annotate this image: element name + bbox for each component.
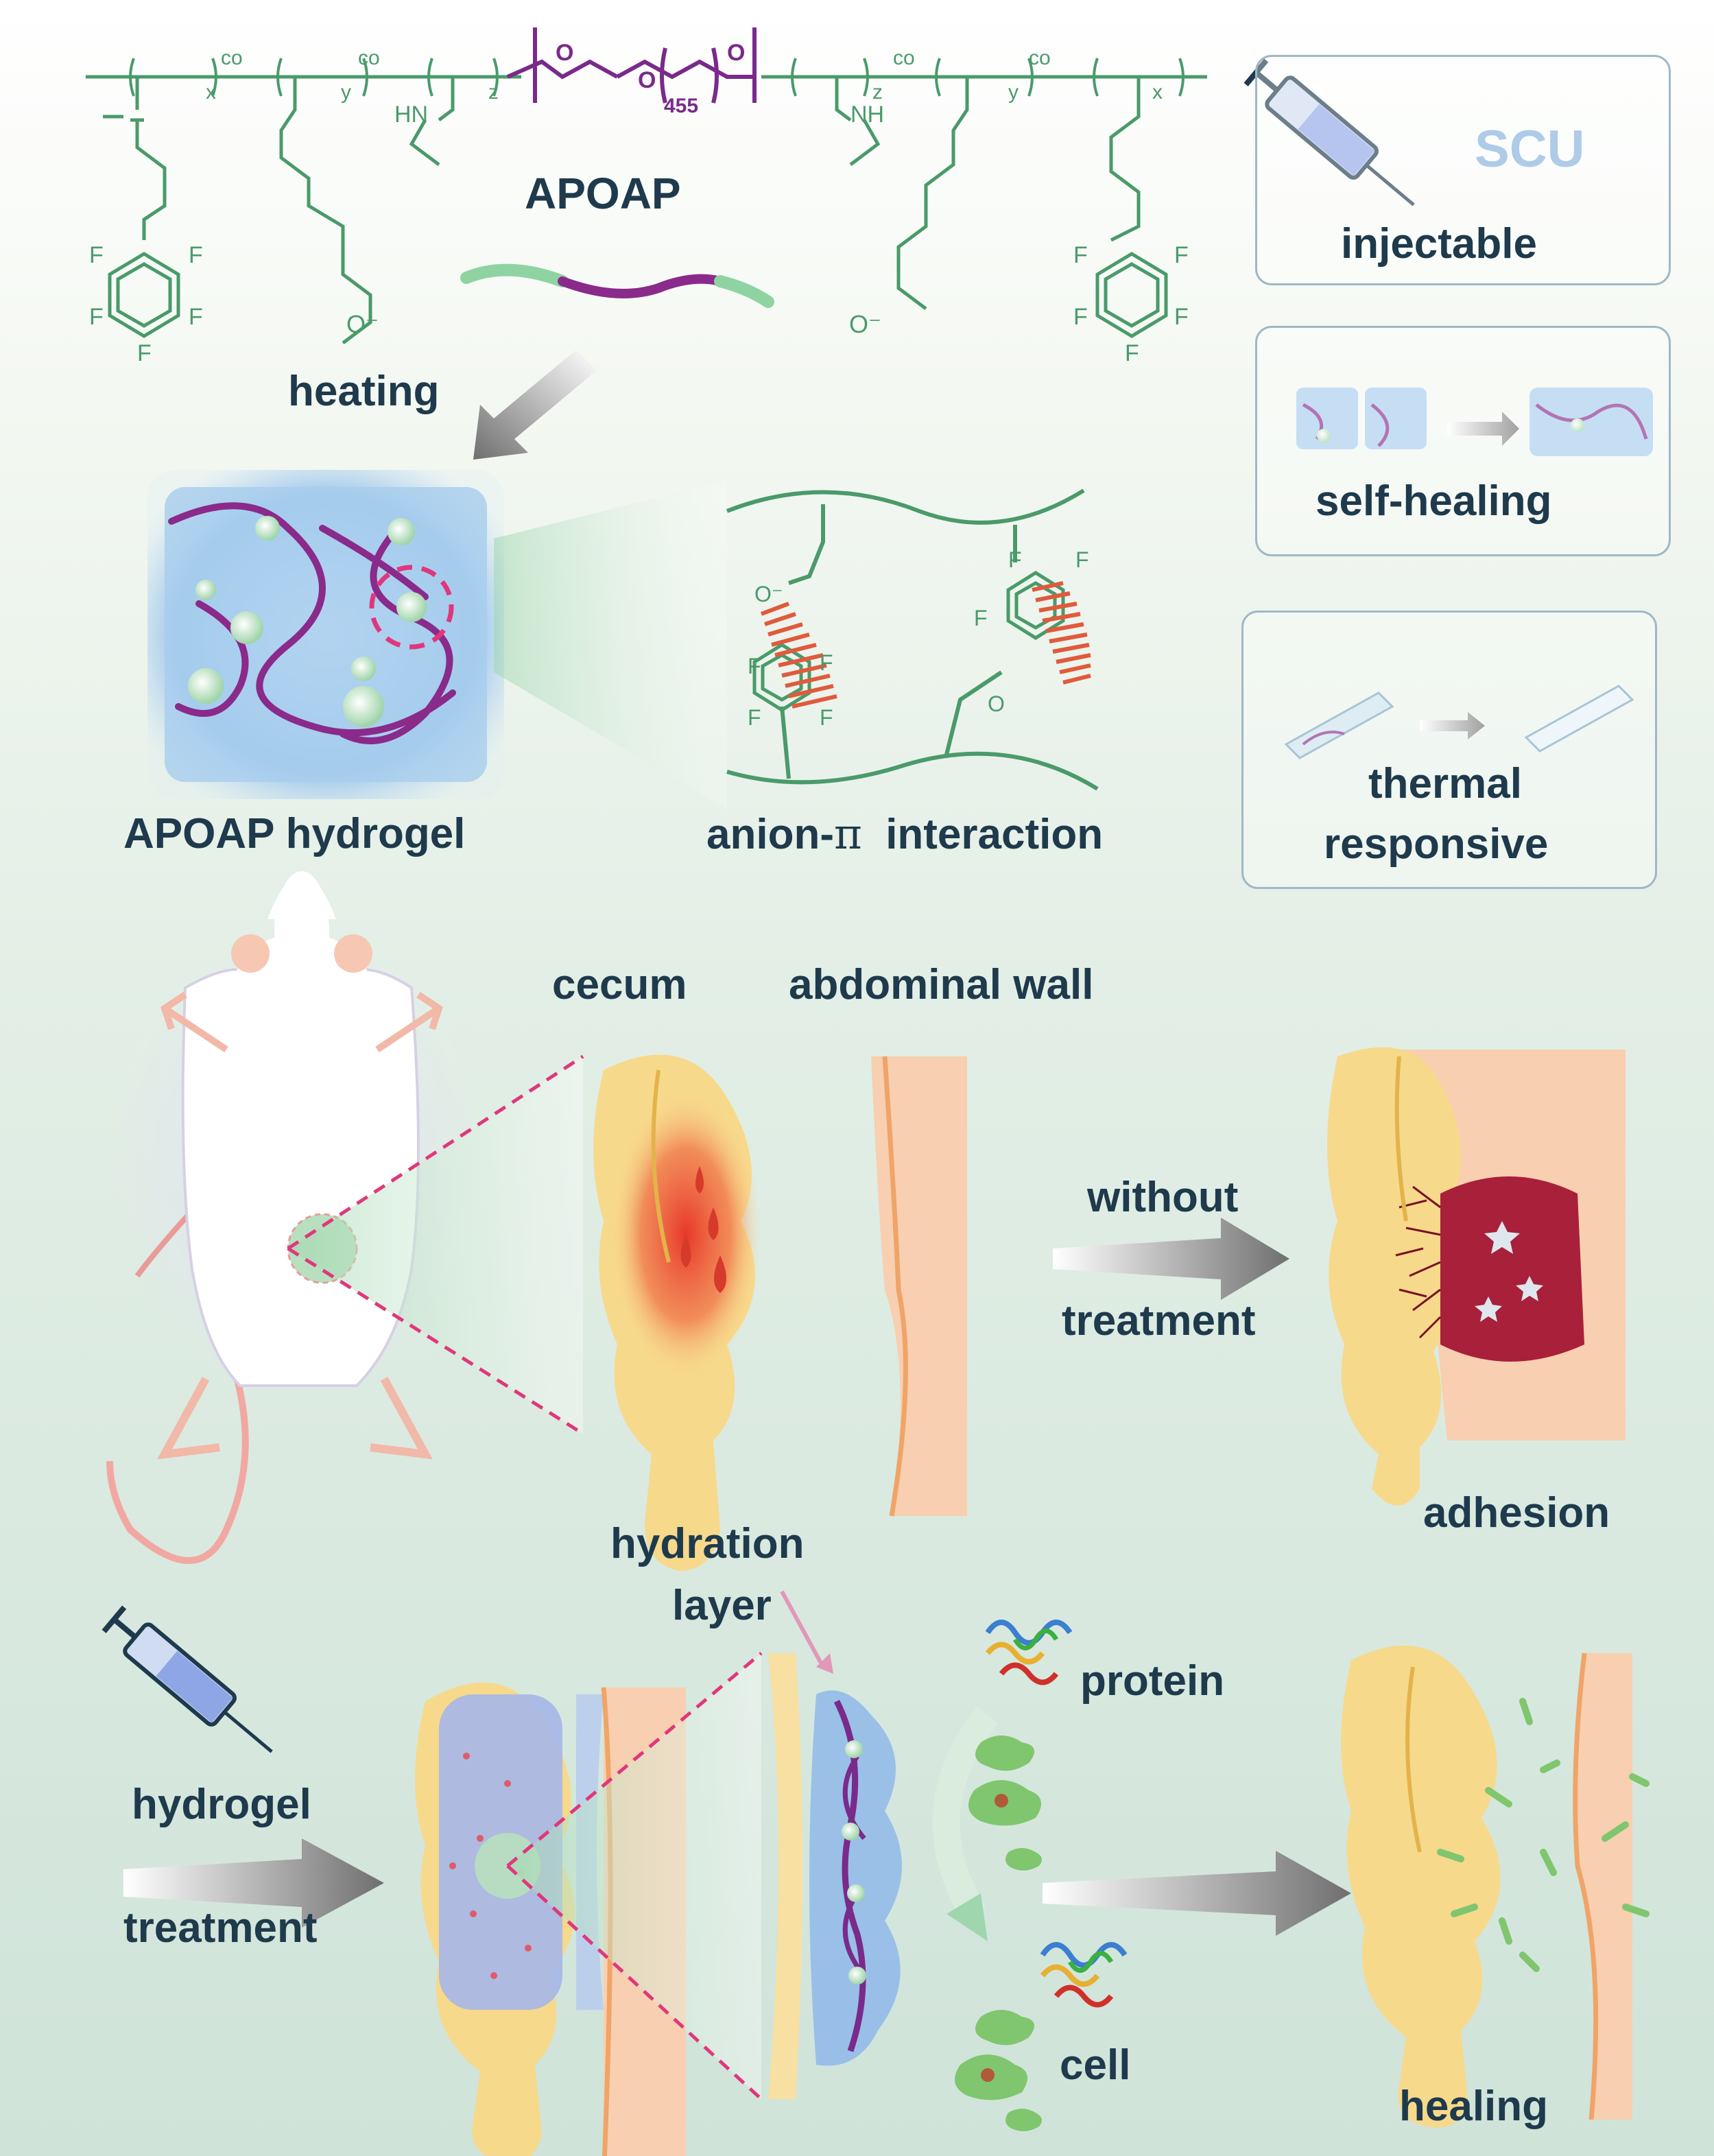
self-healing-label: self-healing — [1316, 477, 1552, 525]
polymer-name: APOAP — [525, 169, 681, 218]
scu-watermark: SCU — [1475, 120, 1585, 178]
hydrogel-label: APOAP hydrogel — [123, 810, 466, 857]
treatment-label: treatment — [1062, 1297, 1256, 1344]
adhesion-label: adhesion — [1423, 1489, 1610, 1537]
carboxylate-right: O⁻ — [849, 310, 882, 338]
f-right-4: F — [1174, 304, 1189, 330]
f-left-3: F — [89, 304, 104, 330]
hydrogel-treatment-label: hydrogel — [132, 1781, 311, 1828]
o-anion-1: O⁻ — [754, 582, 783, 606]
healed-cecum — [1341, 1645, 1650, 2128]
repeat-z-right: z — [872, 81, 883, 104]
thermal-responsive-icon — [1284, 685, 1634, 759]
f-left-1: F — [89, 242, 104, 268]
hydration-label: hydration — [610, 1520, 805, 1567]
cecum-label: cecum — [552, 961, 687, 1008]
carboxylate-left: O⁻ — [346, 310, 379, 338]
f-pi-6: F — [748, 705, 761, 730]
protein-label: protein — [1080, 1657, 1225, 1705]
co-left-2: co — [358, 47, 380, 69]
peg-o-left: O — [556, 40, 574, 66]
hydration-layer-zoom — [768, 1653, 902, 2099]
heating-label: heating — [288, 368, 440, 415]
injectable-label: injectable — [1341, 220, 1537, 268]
healing-label: healing — [1399, 2083, 1549, 2130]
f-left-2: F — [189, 242, 203, 268]
f-right-1: F — [1073, 242, 1088, 268]
co-left-1: co — [221, 47, 243, 69]
f-pi-5: F — [820, 650, 833, 675]
self-healing-icon — [1296, 388, 1653, 456]
self-healing-panel — [1255, 326, 1671, 556]
f-left-5: F — [137, 340, 152, 366]
f-pi-7: F — [820, 705, 833, 730]
repeat-y-right: y — [1008, 81, 1019, 104]
cecum-injured — [593, 1054, 761, 1571]
f-right-3: F — [1073, 304, 1088, 330]
interaction-pi: π — [833, 809, 862, 859]
peg-o-right: O — [727, 40, 746, 66]
repeat-z-left: z — [488, 81, 499, 104]
abdominal-wall-label: abdominal wall — [789, 961, 1094, 1008]
responsive-label: responsive — [1324, 820, 1549, 868]
without-label: without — [1087, 1174, 1239, 1221]
thermal-label: thermal — [1368, 760, 1522, 807]
syringe-icon-bottom — [102, 1605, 273, 1753]
injectable-panel — [1255, 55, 1671, 285]
treatment-label-2: treatment — [123, 1904, 318, 1952]
peg-o-mid: O — [638, 67, 656, 93]
co-right-1: co — [893, 47, 915, 69]
interaction-suffix: interaction — [885, 811, 1104, 858]
interaction-label: anion-π interaction — [706, 813, 1103, 856]
repeat-y-left: y — [341, 81, 351, 104]
repeat-x-right: x — [1152, 81, 1163, 104]
f-pi-2: F — [1075, 547, 1089, 572]
f-right-2: F — [1174, 242, 1189, 268]
cell-icons — [955, 1736, 1042, 2131]
layer-label: layer — [672, 1582, 772, 1629]
f-pi-4: F — [748, 654, 761, 678]
repeat-x-left: x — [206, 81, 216, 104]
peg-repeat: 455 — [664, 95, 699, 117]
hn-left: HN — [394, 102, 429, 128]
protein-icon-2 — [1040, 1942, 1128, 2008]
f-pi-1: F — [1008, 547, 1022, 572]
protein-icon — [985, 1620, 1073, 1685]
nh-right: NH — [850, 102, 885, 128]
thermal-responsive-panel — [1241, 611, 1657, 889]
hydrogel-cube — [147, 470, 504, 799]
o-anion-2: O — [988, 691, 1005, 716]
cell-label: cell — [1060, 2041, 1131, 2089]
f-left-4: F — [189, 304, 203, 330]
co-right-2: co — [1029, 47, 1051, 69]
f-pi-3: F — [974, 606, 988, 630]
f-right-5: F — [1125, 340, 1139, 366]
interaction-prefix: anion- — [706, 811, 834, 858]
syringe-icon — [1243, 58, 1415, 206]
adhesion-result — [1327, 1047, 1626, 1506]
